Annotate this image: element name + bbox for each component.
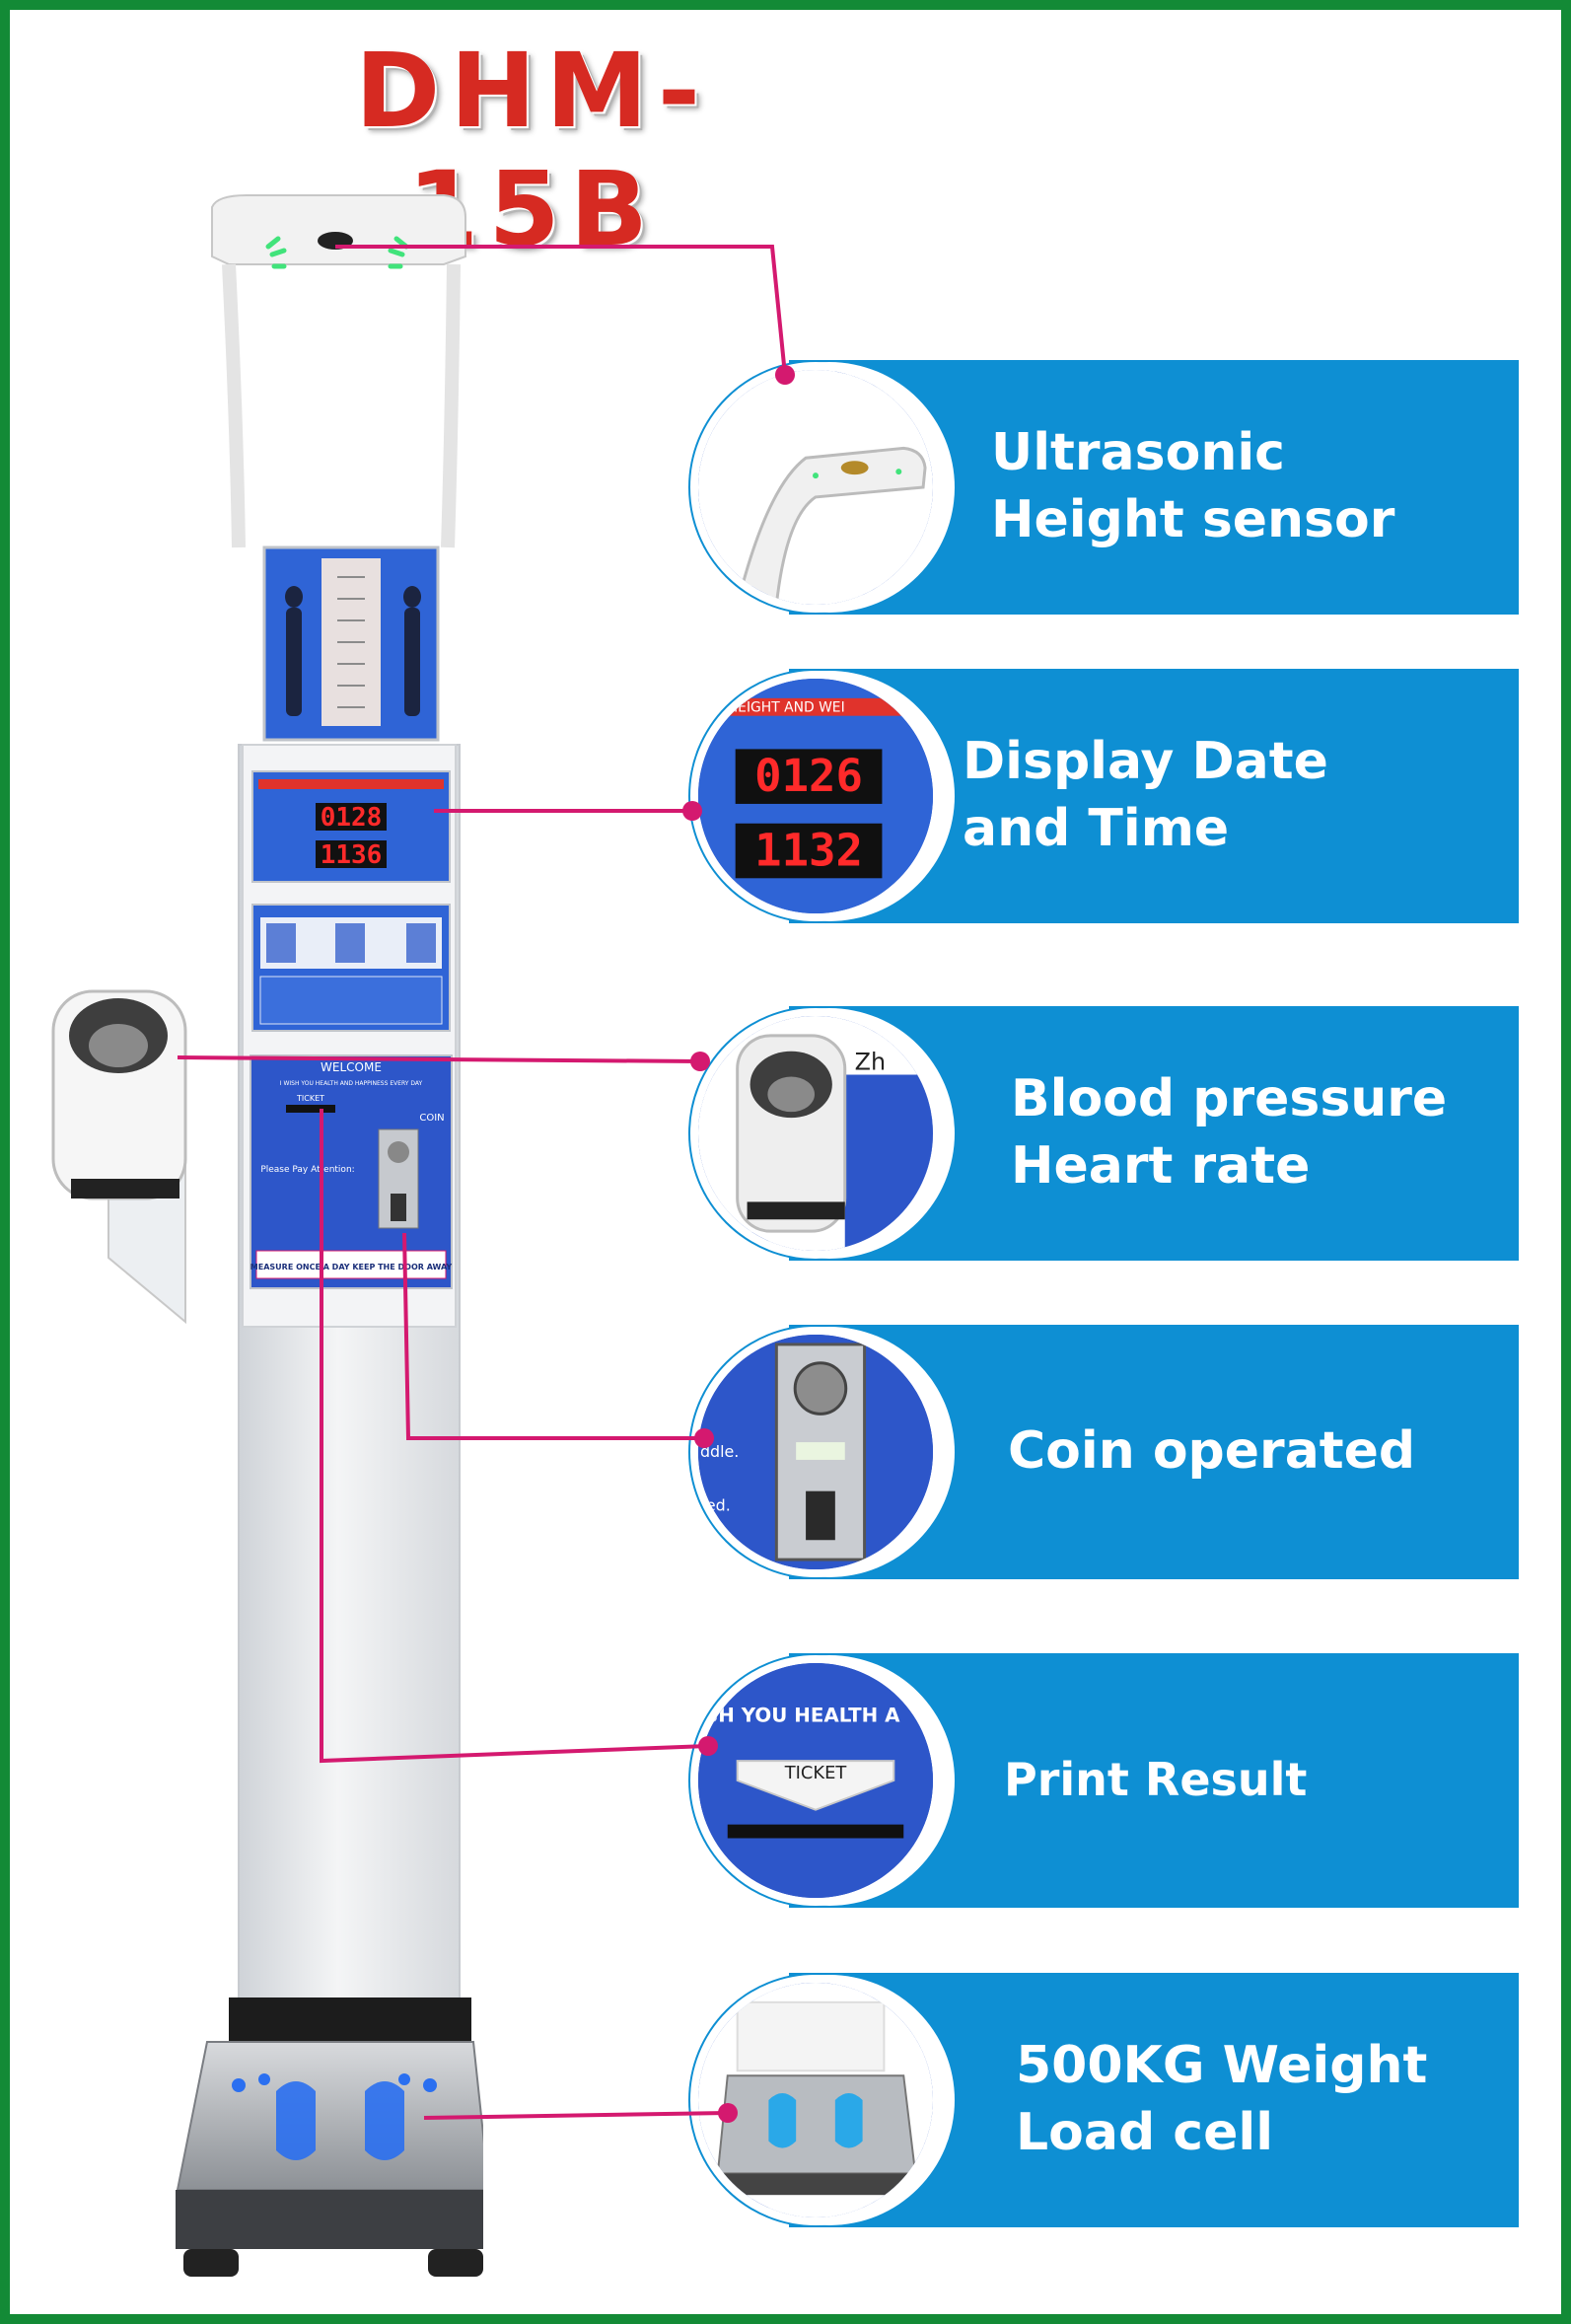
height-weight-machine: 0128 1136 WELCOME I WISH YOU HEALTH AND … <box>51 194 483 2277</box>
feature-label: 500KG Weight Load cell <box>1016 1973 1427 2227</box>
weight-platform <box>176 1997 483 2277</box>
machine-welcome: WELCOME <box>321 1060 382 1074</box>
coin-acceptor-icon: ddle. ed. <box>690 1327 941 1577</box>
display-row1: 0126 <box>754 750 863 802</box>
feature-label: Ultrasonic Height sensor <box>991 360 1394 615</box>
feature-banner-display: HEIGHT AND WEI 0126 1132 Display Date an… <box>690 669 1519 923</box>
ticket-printer-icon: SH YOU HEALTH A TICKET <box>690 1655 941 1906</box>
ultrasonic-sensor-icon <box>690 362 941 613</box>
feature-label-line: 500KG Weight <box>1016 2036 1428 2096</box>
feature-label: Blood pressure Heart rate <box>1011 1006 1447 1261</box>
feature-label: Print Result <box>1004 1653 1307 1908</box>
feature-label-line: Blood pressure <box>1011 1069 1448 1129</box>
machine-welcome-sub: I WISH YOU HEALTH AND HAPPINESS EVERY DA… <box>280 1080 423 1087</box>
blood-pressure-cuff <box>51 989 187 1325</box>
feature-label-line: Load cell <box>1016 2103 1274 2162</box>
feature-label-line: Print Result <box>1004 1753 1308 1807</box>
weight-scale-icon <box>690 1975 941 2225</box>
machine-display-panel <box>251 770 451 883</box>
feature-label-line: and Time <box>963 799 1230 858</box>
feature-label: Coin operated <box>1008 1325 1415 1579</box>
feature-label-line: Display Date <box>963 732 1328 792</box>
feature-banner-height-sensor: Ultrasonic Height sensor <box>690 360 1519 615</box>
cuff-caption: Zh <box>855 1049 886 1076</box>
feature-banner-weight: 500KG Weight Load cell <box>690 1973 1519 2227</box>
display-caption: HEIGHT AND WEI <box>728 700 845 716</box>
feature-label-line: Heart rate <box>1011 1136 1311 1196</box>
machine-ticket-label: TICKET <box>296 1094 324 1103</box>
machine-coin-label: COIN <box>419 1113 444 1124</box>
feature-label: Display Date and Time <box>963 669 1328 923</box>
feature-label-line: Coin operated <box>1008 1421 1416 1482</box>
ultrasonic-head <box>211 194 466 548</box>
display-row2: 1132 <box>754 824 863 876</box>
feature-banner-blood-pressure: Zh Blood pressure Heart rate <box>690 1006 1519 1261</box>
machine-display-row2: 1136 <box>321 840 383 870</box>
blood-pressure-cuff-icon: Zh <box>690 1008 941 1259</box>
feature-banner-coin: ddle. ed. Coin operated <box>690 1325 1519 1579</box>
print-ticket-label: TICKET <box>784 1763 847 1783</box>
machine-display-row1: 0128 <box>321 803 383 833</box>
coin-caption-bottom: ed. <box>706 1496 731 1515</box>
print-caption: SH YOU HEALTH A <box>704 1705 900 1727</box>
machine-footer: MEASURE ONCE A DAY KEEP THE DOOR AWAY <box>250 1263 453 1271</box>
feature-label-line: Ultrasonic <box>991 423 1285 483</box>
feature-banner-print: SH YOU HEALTH A TICKET Print Result <box>690 1653 1519 1908</box>
height-chart-panel <box>262 545 440 742</box>
model-title: DHM-15B <box>354 31 711 269</box>
coin-caption-top: ddle. <box>700 1442 739 1461</box>
machine-attention: Please Pay Attention: <box>260 1165 354 1175</box>
led-display-icon: HEIGHT AND WEI 0126 1132 <box>690 671 941 921</box>
feature-label-line: Height sensor <box>991 490 1395 549</box>
instruction-panel <box>251 904 451 1032</box>
